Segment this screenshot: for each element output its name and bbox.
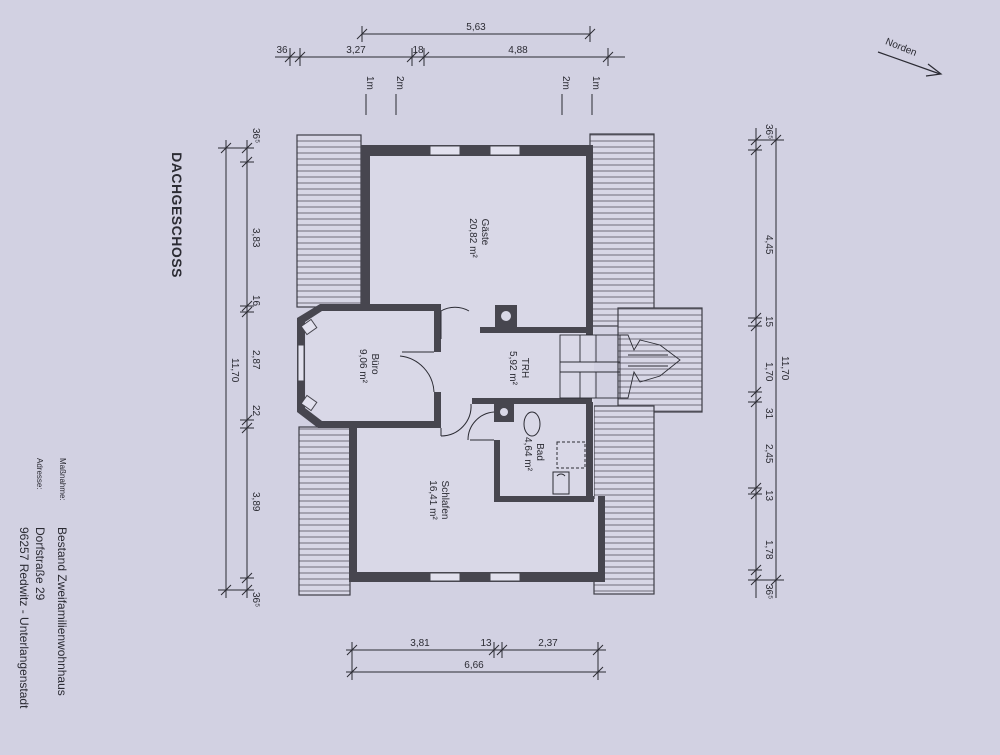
window-bay-3 <box>300 394 318 412</box>
doors <box>399 306 495 441</box>
window-bottom-1 <box>429 572 461 582</box>
dim-right-seg-5: 31 <box>763 408 774 420</box>
dim-bottom-seg-3: 2,37 <box>538 638 558 649</box>
wall-schlafen-right <box>598 496 605 581</box>
dim-left-seg-1: 36⁵ <box>250 128 261 143</box>
room-area-trh: 5,92 m² <box>507 351 518 386</box>
door-schlafen <box>440 403 472 437</box>
wall-trh-bottom <box>472 398 592 404</box>
wall-bad-left <box>494 440 500 502</box>
dim-right-seg-7: 13 <box>763 490 774 502</box>
dim-bottom-seg-1: 3,81 <box>410 638 430 649</box>
toilet <box>552 471 570 495</box>
roof-panel-top-right <box>589 133 655 327</box>
room-name-bad: Bad <box>534 443 545 461</box>
wall-gaeste-bottom-left <box>361 304 441 311</box>
info-street: Dorfstraße 29 <box>33 527 47 601</box>
dim-right-seg-1: 36⁵ <box>763 124 774 139</box>
room-name-buero: Büro <box>369 353 380 375</box>
dim-right-seg-4: 1,70 <box>763 362 774 382</box>
room-area-gaeste: 20,82 m² <box>467 218 478 258</box>
wall-buero-right-upper <box>434 304 441 352</box>
floor-area <box>306 153 600 572</box>
staircase <box>559 334 681 399</box>
dimension-top <box>275 26 625 115</box>
info-address-label: Adresse: <box>35 458 44 490</box>
dim-top-overall: 5,63 <box>466 22 486 33</box>
bath-fixtures <box>523 411 586 495</box>
info-project: Bestand Zweifamilienwohnhaus <box>55 527 69 696</box>
dim-right-seg-2: 4,45 <box>763 235 774 255</box>
sink <box>523 411 541 437</box>
dim-bottom-overall: 6,66 <box>464 660 484 671</box>
door-buero <box>399 351 435 393</box>
dim-left-seg-2: 3,83 <box>250 228 261 248</box>
dim-right-seg-9: 36⁵ <box>763 584 774 599</box>
dim-left-seg-5: 22 <box>250 405 261 417</box>
dimension-left <box>218 140 254 598</box>
dim-bottom-seg-2: 13 <box>480 638 492 649</box>
wall-gaeste-left <box>361 145 370 310</box>
dimension-right <box>748 128 784 598</box>
wall-bottom <box>349 572 605 582</box>
window-bottom-2 <box>489 572 521 582</box>
dim-left-seg-3: 16 <box>250 295 261 307</box>
window-bay-2 <box>300 318 318 336</box>
dim-right-overall: 11,70 <box>779 356 790 381</box>
dim-left-seg-7: 36⁵ <box>250 592 261 607</box>
room-name-schlafen: Schlafen <box>439 481 450 520</box>
shower-tray <box>556 441 586 469</box>
dim-top-marker-3: 2m <box>560 76 571 90</box>
dim-top-marker-2: 2m <box>394 76 405 90</box>
room-labels: Gäste 20,82 m² Büro 9,06 m² TRH 5,92 m² … <box>357 218 545 520</box>
dim-top-seg-4: 4,88 <box>508 45 528 56</box>
dim-top-marker-4: 1m <box>590 76 601 90</box>
info-project-label: Maßnahme: <box>58 458 67 501</box>
dim-top-seg-3: 18 <box>412 45 424 56</box>
walls <box>297 145 605 582</box>
room-area-buero: 9,06 m² <box>357 349 368 384</box>
dim-top-marker-1: 1m <box>364 76 375 90</box>
dim-right-seg-3: 15 <box>763 316 774 328</box>
wall-buero-bay <box>297 304 361 428</box>
dim-left-seg-4: 2,87 <box>250 350 261 370</box>
roof-panel-top-left <box>296 134 362 308</box>
dim-top-seg-1: 36 <box>276 45 288 56</box>
project-info: Maßnahme: Adresse: Bestand Zweifamilienw… <box>17 458 69 709</box>
wall-buero-right-lower <box>434 392 441 428</box>
room-name-gaeste: Gäste <box>479 219 490 246</box>
info-city: 96257 Redwitz - Unterlangenstadt <box>17 527 31 709</box>
roof-panels <box>296 133 703 596</box>
dim-right-seg-8: 1,78 <box>763 540 774 560</box>
wall-bad-bottom <box>494 496 594 502</box>
door-bad <box>467 411 495 441</box>
roof-panel-stair <box>617 307 703 413</box>
window-top-1 <box>429 145 461 156</box>
dim-left-seg-6: 3,89 <box>250 492 261 512</box>
dim-right-seg-6: 2,45 <box>763 444 774 464</box>
dim-left-overall: 11,70 <box>229 358 240 383</box>
dim-top-seg-2: 3,27 <box>346 45 366 56</box>
window-bay-1 <box>297 344 305 382</box>
wall-buero-bottom <box>355 421 441 428</box>
wall-gaeste-bottom-right <box>480 327 592 333</box>
room-area-bad: 4,64 m² <box>522 437 533 472</box>
page-title: DACHGESCHOSS <box>169 152 185 278</box>
window-top-2 <box>489 145 521 156</box>
roof-panel-bottom-left <box>298 426 351 596</box>
wall-top <box>361 145 591 156</box>
dimension-bottom <box>346 642 606 680</box>
door-gaeste <box>440 306 470 339</box>
north-arrow: Norden <box>877 36 943 77</box>
wall-gaeste-right <box>586 145 593 335</box>
room-name-trh: TRH <box>519 358 530 379</box>
room-area-schlafen: 16,41 m² <box>427 480 438 520</box>
wall-schlafen-left <box>349 427 357 579</box>
wall-bad-right <box>586 402 593 502</box>
